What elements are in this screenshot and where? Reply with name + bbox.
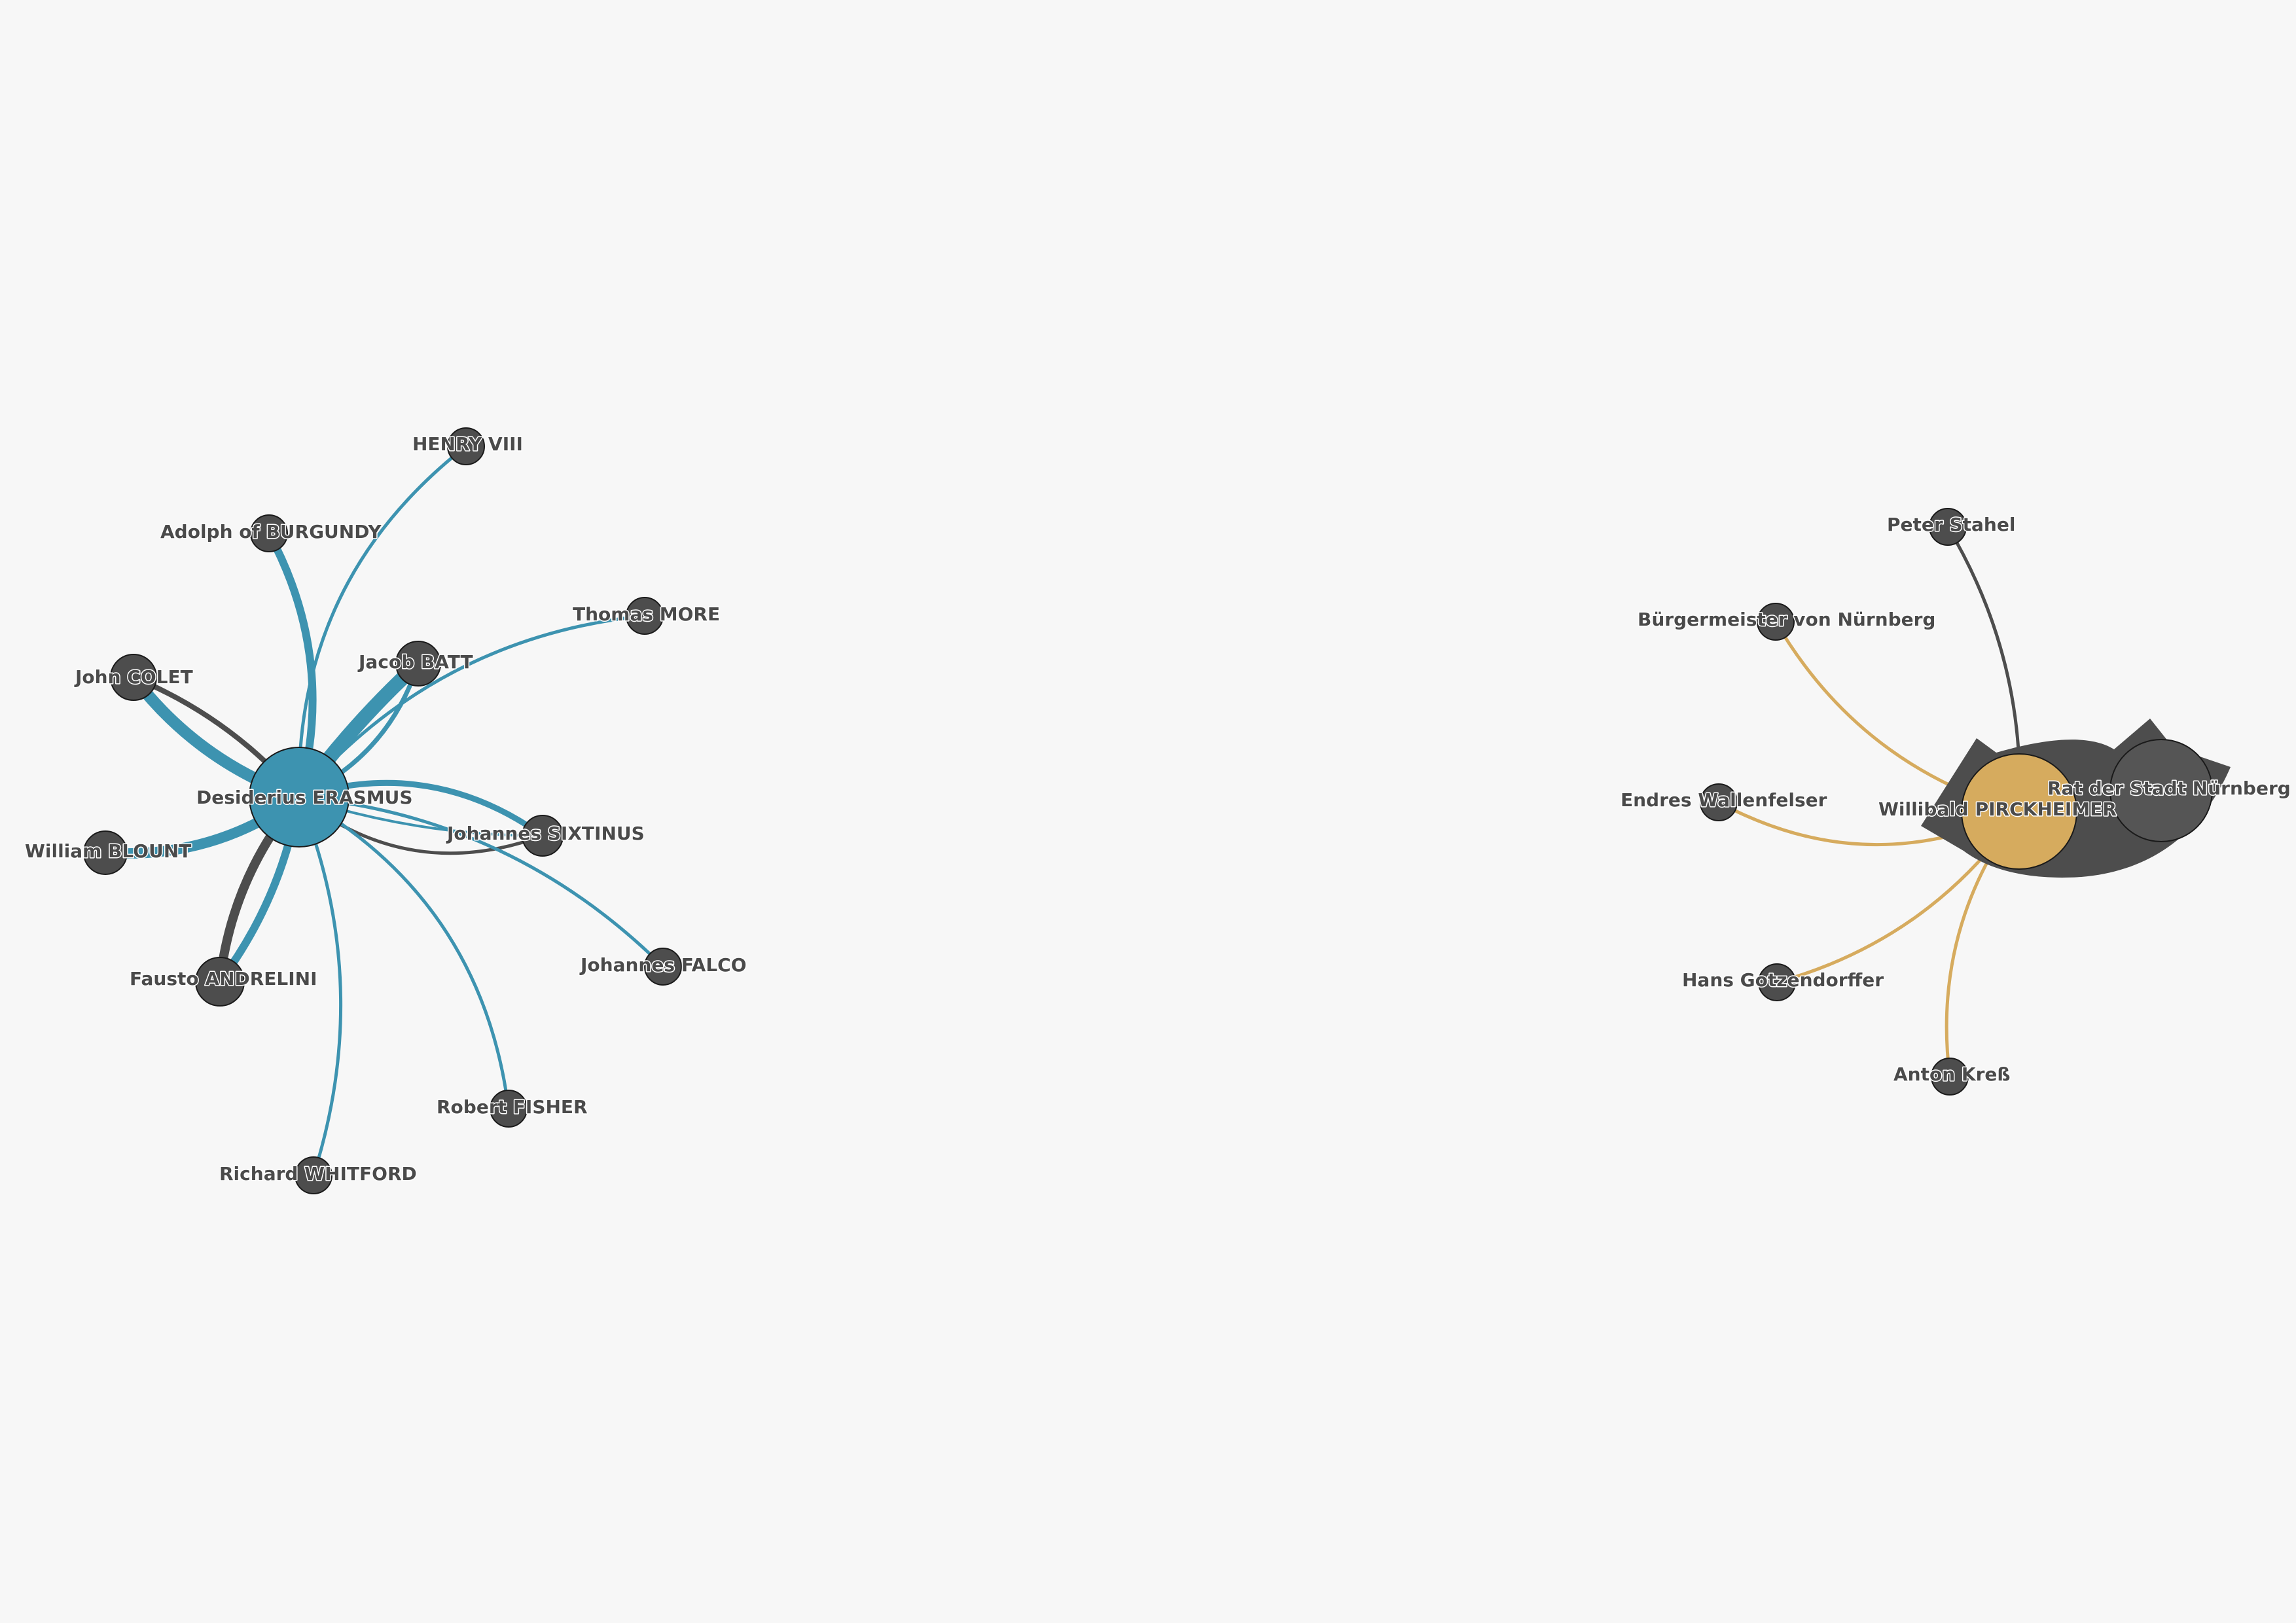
node-buergermeister[interactable] [1757, 603, 1795, 641]
node-gotzendorffer[interactable] [1758, 963, 1796, 1001]
node-label-gotzendorffer: Hans Gotzendorffer [1682, 969, 1884, 991]
node-sixtinus[interactable] [522, 815, 564, 857]
node-label-pirckheimer: Willibald PIRCKHEIMER [1878, 798, 2117, 820]
node-fisher[interactable] [490, 1090, 528, 1128]
edge-erasmus-henry [297, 444, 468, 799]
node-batt[interactable] [395, 641, 441, 687]
node-more[interactable] [626, 597, 664, 635]
nodes-layer [83, 427, 2213, 1194]
node-erasmus[interactable] [249, 747, 350, 847]
node-kress[interactable] [1931, 1058, 1969, 1096]
node-label-kress: Anton Kreß [1893, 1063, 2011, 1085]
node-label-more: Thomas MORE [573, 603, 720, 625]
node-label-burgundy: Adolph of BURGUNDY [160, 521, 382, 543]
node-label-stahel: Peter Stahel [1887, 514, 2015, 535]
node-label-buergermeister: Bürgermeister von Nürnberg [1638, 609, 1935, 630]
node-label-erasmus: Desiderius ERASMUS [196, 787, 413, 808]
node-label-rat: Rat der Stadt Nürnberg [2047, 777, 2291, 799]
node-wallenfelser[interactable] [1700, 783, 1738, 821]
node-blount[interactable] [83, 830, 128, 875]
edge-erasmus-falco [297, 795, 665, 969]
node-label-sixtinus: Johannes SIXTINUS [446, 823, 645, 844]
edge-erasmus-whitford [297, 795, 343, 1177]
node-andrelini[interactable] [195, 957, 245, 1007]
node-label-falco: Johannes FALCO [579, 954, 747, 976]
node-falco[interactable] [644, 948, 682, 986]
node-stahel[interactable] [1929, 508, 1967, 546]
edge-erasmus-more [297, 614, 647, 799]
node-burgundy[interactable] [250, 514, 288, 552]
node-label-batt: Jacob BATT [357, 651, 473, 673]
node-colet[interactable] [110, 654, 157, 701]
node-whitford[interactable] [295, 1156, 332, 1194]
node-label-colet: John COLET [74, 666, 193, 688]
node-label-henry: HENRY VIII [412, 433, 523, 455]
node-rat[interactable] [2109, 739, 2213, 842]
node-henry[interactable] [447, 427, 485, 465]
edge-erasmus-fisher [297, 795, 511, 1111]
node-label-fisher: Robert FISHER [437, 1096, 588, 1118]
labels-layer: HENRY VIII Adolph of BURGUNDY Thomas MORE J… [24, 433, 2292, 1186]
node-pirckheimer[interactable] [1961, 753, 2077, 870]
node-label-blount: William BLOUNT [25, 840, 191, 862]
node-label-whitford: Richard WHITFORD [219, 1163, 417, 1185]
node-label-wallenfelser: Endres Wallenfelser [1621, 789, 1827, 811]
node-label-andrelini: Fausto ANDRELINI [130, 968, 317, 990]
